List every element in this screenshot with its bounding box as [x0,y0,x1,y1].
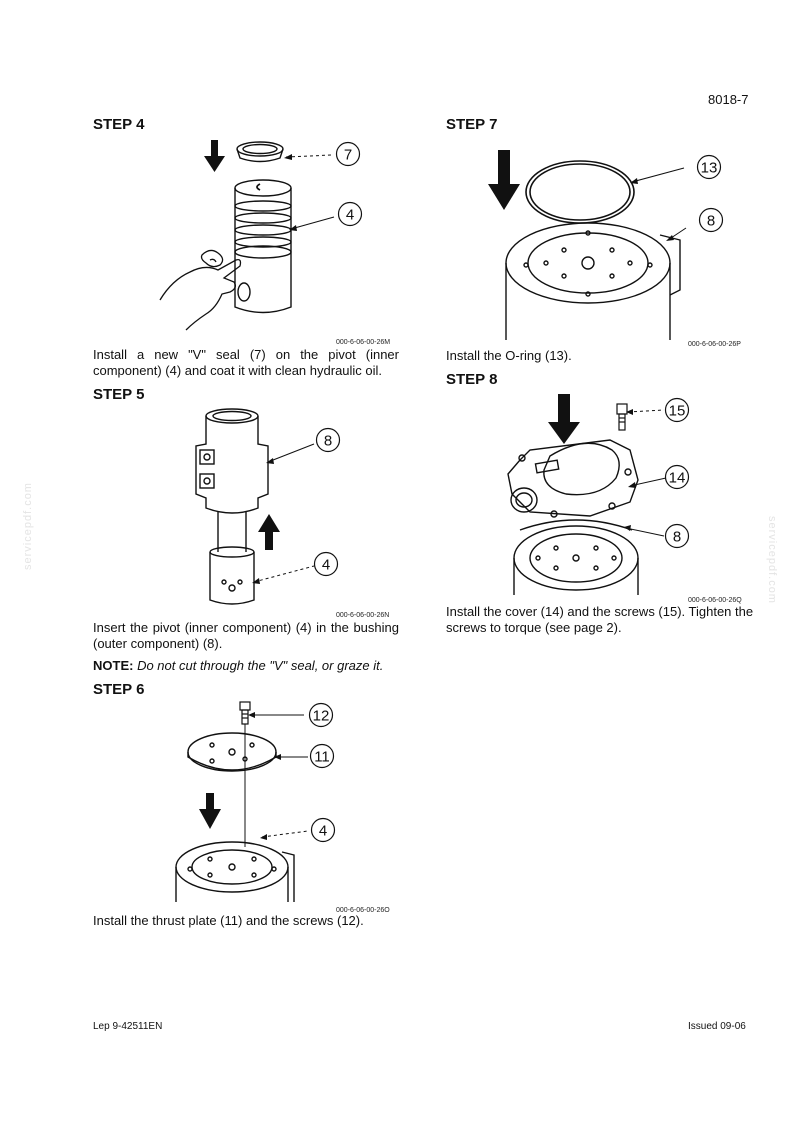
step-5-note: NOTE: Do not cut through the "V" seal, o… [93,658,403,674]
callout-13: 13 [696,154,722,180]
svg-text:12: 12 [313,708,330,725]
callout-4: 4 [310,817,336,843]
step-4-figure: 7 4 [159,140,363,331]
step-4-figure-code: 000-6-06-00-26M [336,339,391,346]
down-arrow-icon [548,394,580,444]
o-ring-drawing [525,160,635,224]
svg-text:4: 4 [346,207,354,224]
callout-8: 8 [315,427,341,453]
step-7-title: STEP 7 [446,116,498,133]
step-5-figure: 8 4 [195,408,341,605]
step-8-text: Install the cover (14) and the screws (1… [446,604,754,635]
leader-lines [630,167,687,241]
thrust-plate-drawing [187,732,277,772]
step-5-title: STEP 5 [93,386,145,403]
step-4-text: Install a new "V" seal (7) on the pivot … [93,347,399,378]
callout-4: 4 [337,201,363,227]
svg-text:8: 8 [707,213,715,230]
svg-text:8: 8 [673,529,681,546]
page-number: 8018-7 [708,92,749,107]
step-8-figure-code: 000-6-06-00-26Q [688,597,742,604]
housing-drawing [505,222,681,340]
hand-drawing [159,249,242,331]
svg-text:4: 4 [319,823,327,840]
callout-11: 11 [309,743,335,769]
svg-text:7: 7 [344,147,352,164]
step-6-figure: 12 11 4 [175,701,336,902]
step-5-figure-code: 000-6-06-00-26N [336,612,390,619]
cover-drawing [507,439,639,518]
callout-8: 8 [698,207,724,233]
step-8-figure: 15 14 8 [507,394,690,595]
screw-drawing [616,403,628,431]
callout-4: 4 [313,551,339,577]
svg-text:4: 4 [322,557,330,574]
down-arrow-icon [204,140,225,172]
watermark-left: servicepdf.com [22,482,34,570]
housing-drawing [175,841,295,902]
leader-lines [252,443,315,584]
leader-lines [248,712,309,840]
footer-document-id: Lep 9-42511EN [93,1021,163,1032]
pivot-drawing [209,512,255,605]
svg-text:13: 13 [701,160,718,177]
step-6-text: Install the thrust plate (11) and the sc… [93,913,364,928]
pivot-drawing [234,179,292,314]
v-seal-drawing [236,141,284,163]
leader-lines [284,154,335,231]
down-arrow-icon [199,793,221,829]
step-7-figure-code: 000-6-06-00-26P [688,341,741,348]
svg-text:11: 11 [314,749,330,766]
step-5-text: Insert the pivot (inner component) (4) i… [93,620,399,651]
note-label: NOTE: [93,658,134,673]
step-6-figure-code: 000-6-06-00-26O [336,907,390,914]
screw-drawing [239,701,251,725]
housing-drawing [513,519,639,595]
callout-7: 7 [335,141,361,167]
step-8-title: STEP 8 [446,371,498,388]
step-4-title: STEP 4 [93,116,145,133]
callout-8: 8 [664,523,690,549]
bushing-drawing [195,408,269,514]
callout-15: 15 [664,397,690,423]
note-text: Do not cut through the "V" seal, or graz… [137,658,384,673]
callout-12: 12 [308,702,334,728]
step-7-text: Install the O-ring (13). [446,348,572,363]
footer-issue-date: Issued 09-06 [688,1021,746,1032]
up-arrow-icon [258,514,280,550]
step-6-title: STEP 6 [93,681,145,698]
watermark-right: servicepdf.com [766,516,778,604]
svg-text:8: 8 [324,433,332,450]
callout-14: 14 [664,464,690,490]
svg-text:14: 14 [669,470,686,487]
leader-lines [624,409,667,537]
svg-text:15: 15 [669,403,686,420]
step-7-figure: 13 8 [488,150,724,340]
down-arrow-icon [488,150,520,210]
